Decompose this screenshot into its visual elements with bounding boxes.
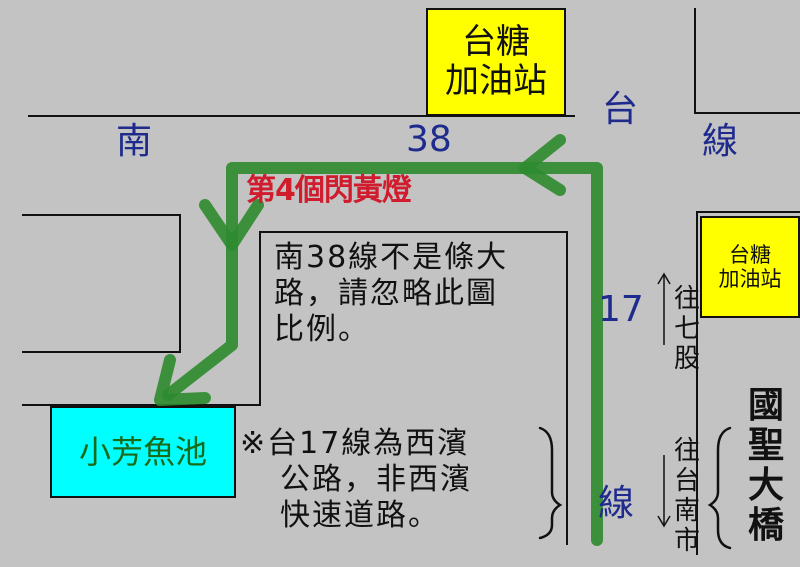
road-label-nan38-xian: 線 <box>702 121 739 162</box>
road-label-tai17-xian: 線 <box>598 483 635 524</box>
school-bracket <box>707 426 732 550</box>
route-arrow-icon <box>154 354 211 406</box>
road-label-tai: 台 <box>602 89 639 130</box>
route-path <box>154 134 603 546</box>
road-label-nan38-number: 38 <box>406 119 452 160</box>
road-label-tai17-number: 17 <box>598 289 644 330</box>
scale-note-line1: 南38線不是條大 <box>274 240 509 275</box>
gas-station-right-line1: 台糖 <box>729 242 771 267</box>
road-edge-block-inner <box>22 231 568 545</box>
highway-note-line1: ※台17線為西濱 <box>240 426 470 461</box>
fish-pond: 小芳魚池 <box>50 406 236 498</box>
road-outlines <box>22 8 800 555</box>
scale-note-line2: 路，請忽略此圖 <box>274 276 498 311</box>
direction-tainan: 往台南市 <box>673 436 700 556</box>
scale-note: 南38線不是條大 路，請忽略此圖 比例。 <box>274 240 508 348</box>
road-edge-tai17-east <box>696 211 800 555</box>
gas-station-right: 台糖 加油站 <box>700 216 800 318</box>
route-arrow-icon <box>519 134 566 196</box>
route-line <box>162 162 603 546</box>
school-label: 國聖大橋 <box>747 385 784 546</box>
arrow-down-icon <box>657 455 671 528</box>
direction-qigu: 往七股 <box>673 284 700 374</box>
arrow-up-icon <box>657 272 671 345</box>
highway-note-line2: 公路，非西濱 <box>280 462 472 497</box>
gas-station-top: 台糖 加油站 <box>426 8 566 116</box>
gas-station-right-line2: 加油站 <box>718 267 782 291</box>
road-edge-nan38-south <box>22 214 181 353</box>
flashing-light-label: 第4個閃黃燈 <box>246 173 412 208</box>
note-bracket <box>538 426 563 540</box>
fish-pond-label: 小芳魚池 <box>78 432 207 471</box>
road-edge-corner-ne <box>694 8 800 114</box>
highway-note-line3: 快速道路。 <box>280 498 440 533</box>
gas-station-top-line2: 加油站 <box>445 61 547 101</box>
scale-note-line3: 比例。 <box>274 312 370 347</box>
road-label-nan: 南 <box>116 121 153 162</box>
gas-station-top-line1: 台糖 <box>462 21 530 62</box>
highway-note: ※台17線為西濱 公路，非西濱 快速道路。 <box>240 426 472 534</box>
route-arrow-icon <box>199 199 264 251</box>
